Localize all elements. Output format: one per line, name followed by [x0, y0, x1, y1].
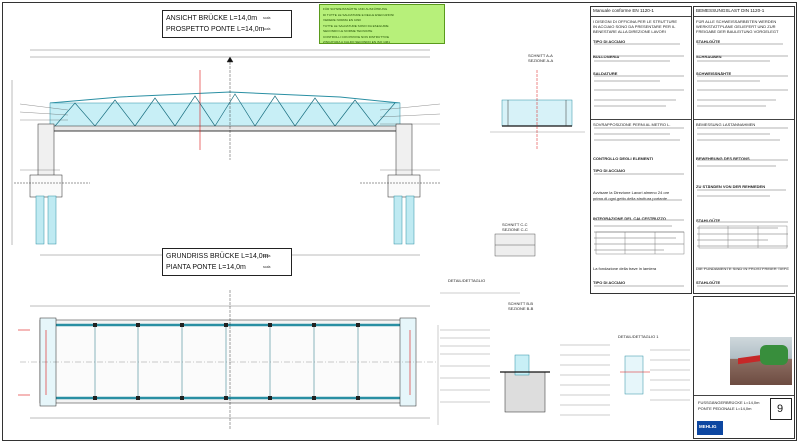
elevation-title-it: PROSPETTO PONTE L=14,0m: [166, 26, 265, 33]
project-title-it: PONTE PEDONALE L=14,0m: [698, 406, 752, 411]
render-image: [730, 337, 792, 385]
section-aa-drawing: [490, 70, 585, 150]
note-line-5: CONTROLLI CON PROVE NON DISTRUTTIVE: [323, 34, 390, 39]
spec-it-sec7: INTEGRAZIONE DEL CALCESTRUZZO: [593, 216, 667, 221]
plan-scale-label-2: scala: [263, 265, 271, 269]
spec-de-sec2: SCHRAUBEN: [696, 54, 722, 59]
spec-it-p1-1: IN ACCIAIO SONO DA PRESENTARE PER IL: [593, 24, 676, 29]
spec-de-sec5: BEWEHRUNG DES BETONS: [696, 156, 750, 161]
bridge-elevation: [11, 49, 441, 272]
spec-de-sec8: DIE FUNDAMENTE SIND IN FROSTFREIER TIEFE: [696, 266, 790, 271]
section-aa-it: SEZIONE A-A: [528, 58, 554, 63]
spec-de-header: BEMESSUNGSLAST DIN 1120-1: [696, 8, 765, 13]
title-block: MEHLIG FUSSGÄNGERBRÜCKE L=14,0m PONTE PE…: [693, 296, 795, 439]
green-note: FÜR SCHWEISSNÄHTE UND AUSFÜHRUNG DI TUTT…: [319, 4, 445, 44]
spec-de-sec7: STAHLGÜTE: [696, 218, 721, 223]
spec-it-sec4: SOVRAPPOSIZIONE PERNI AL METRO L.: [593, 122, 671, 127]
spec-it-p1-0: I DISEGNI DI OFFICINA PER LE STRUTTURE: [593, 19, 678, 24]
spec-panel-it: Manuale conforme EN 1120-1 I DISEGNI DI …: [590, 6, 692, 294]
note-line-4: SECONDO LE NORME TECNICHE: [323, 29, 373, 33]
spec-it-sec2: BULLONERIA: [593, 54, 620, 59]
spec-de-sec1: STAHLGÜTE: [696, 39, 721, 44]
elevation-scale-label: scala: [263, 16, 271, 20]
bridge-plan: [18, 290, 438, 430]
spec-it-sec3: SALDATURE: [593, 71, 618, 76]
note-line-1: DI TUTTE LE SALDATURE E DELLE ESECUZIONI: [323, 12, 395, 17]
elevation-title-de: ANSICHT BRÜCKE L=14,0m: [166, 15, 258, 22]
note-line-3: TUTTE LE SALDATURE SONO DA ESEGUIRE: [323, 23, 389, 28]
note-line-2: VEDERE NORMA EN 1090: [323, 18, 361, 22]
spec-de-sec9: STAHLGÜTE: [696, 280, 721, 285]
spec-de-sec6: ZU STÄNDEN VON DER REHMEDEN: [696, 184, 766, 189]
spec-it-sec1: TIPO DI ACCIAIO: [593, 39, 626, 44]
drawing-sheet: [2, 2, 797, 441]
spec-it-header: Manuale conforme EN 1120-1: [593, 8, 654, 13]
logo: MEHLIG: [697, 421, 723, 435]
project-title-de: FUSSGÄNGERBRÜCKE L=14,0m: [698, 400, 760, 405]
spec-de-p1-2: FREIGABE DER BAULEITUNG VORGELEGT: [696, 29, 779, 34]
plan-title-box: GRUNDRISS BRÜCKE L=14,0m PIANTA PONTE L=…: [162, 248, 292, 276]
section-cc-drawing: [494, 233, 536, 257]
spec-it-avvisare-1: prima di ogni getto della struttura port…: [593, 196, 668, 201]
spec-de-sec4: BEMESSUNG LASTANNAHMEN: [696, 122, 756, 127]
section-aa-de: SCHNITT A-A: [528, 53, 553, 58]
spec-it-avvisare-0: Avvisare la Direzione Lavori almeno 24 o…: [593, 190, 670, 195]
spec-it-sec8: La fondazione della trave in lamiera: [593, 266, 657, 271]
section-bb-it: SEZIONE B-B: [508, 306, 534, 311]
spec-it-sec5: CONTROLLO DEGLI ELEMENTI: [593, 156, 653, 161]
spec-de-p1-1: WERKSTATTPLÄNE GELIEFERT UND ZUR: [696, 24, 776, 29]
plan-scale-label: scala: [263, 254, 271, 258]
spec-de-sec3: SCHWEISSNÄHTE: [696, 71, 732, 76]
note-line-0: FÜR SCHWEISSNÄHTE UND AUSFÜHRUNG: [323, 7, 388, 11]
plan-title-it: PIANTA PONTE L=14,0m: [166, 264, 246, 271]
note-line-6: ZINCATURA A CALDO SECONDO EN ISO 1461: [323, 40, 390, 44]
detail-label: DETAIL/DETTAGLIO: [448, 278, 486, 283]
spec-it-sec6: TIPO DI ACCIAIO: [593, 168, 626, 173]
section-bb-de: SCHNITT B-B: [508, 301, 534, 306]
detail-1-label: DETAIL/DETTAGLIO 1: [618, 334, 659, 339]
section-cc-de: SCHNITT C-C: [502, 222, 528, 227]
spec-de-p1-0: FÜR ALLE SCHWEISSARBEITEN WERDEN: [696, 19, 777, 24]
spec-it-sec9: TIPO DI ACCIAIO: [593, 280, 626, 285]
sheet-number: 9: [777, 403, 784, 415]
plan-title-de: GRUNDRISS BRÜCKE L=14,0m: [166, 253, 269, 260]
sheet-number-box: 9: [770, 398, 792, 420]
detail-drawings: [437, 292, 690, 425]
logo-text: MEHLIG: [699, 424, 717, 429]
elevation-title-box: ANSICHT BRÜCKE L=14,0m PROSPETTO PONTE L…: [162, 10, 292, 38]
elevation-scale-label-2: scala: [263, 27, 271, 31]
spec-it-p1-2: BENESTARE ALLA DIREZIONE LAVORI: [593, 29, 666, 34]
section-cc-it: SEZIONE C-C: [502, 227, 528, 232]
